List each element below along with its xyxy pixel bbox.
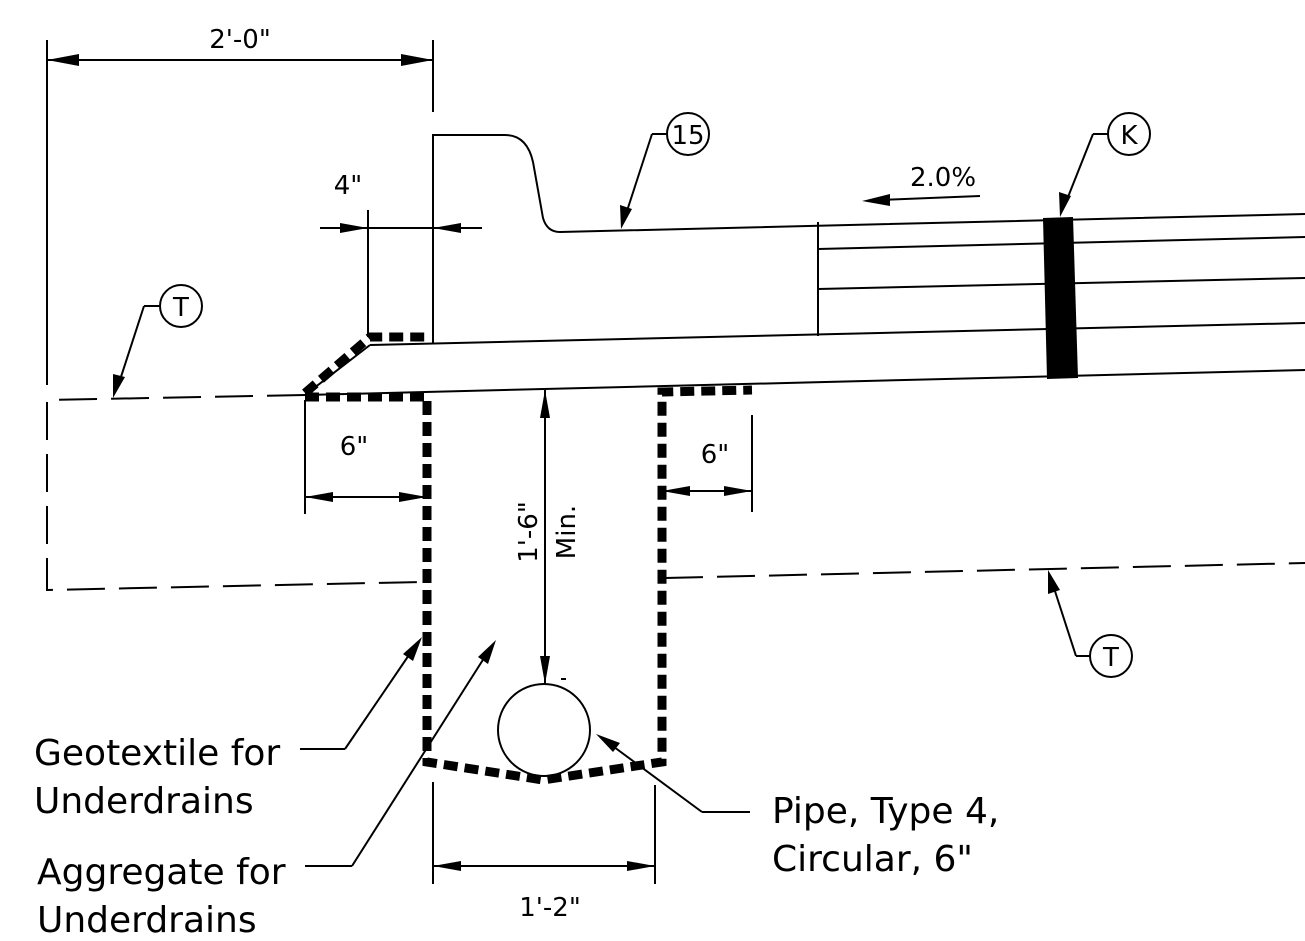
left-overhang-dimension: 6" — [304, 400, 427, 514]
geotextile-callout-line1: Geotextile for — [34, 733, 280, 774]
curb-and-gutter — [432, 134, 1305, 343]
subgrade-tag-right-label: T — [1102, 643, 1119, 673]
aggregate-callout: Aggregate for Underdrains — [37, 640, 496, 941]
trench-width-dimension: 1'-2" — [432, 782, 656, 923]
subgrade-tag-right: T — [1048, 570, 1133, 678]
overall-width-dimension: 2'-0" — [46, 25, 434, 385]
cross-slope-indicator: 2.0% — [862, 163, 981, 206]
pipe-callout-line2: Circular, 6" — [772, 839, 973, 880]
curb-offset-dimension: 4" — [320, 171, 482, 337]
pavement-layers — [304, 217, 1305, 396]
subgrade-tag-left-label: T — [172, 293, 189, 323]
subgrade-boundaries — [46, 394, 1305, 592]
trench-width-label: 1'-2" — [519, 893, 581, 923]
curb-tag-label: 15 — [671, 121, 704, 151]
curb-offset-label: 4" — [334, 171, 363, 201]
overall-width-label: 2'-0" — [209, 25, 271, 55]
right-overhang-dimension: 6" — [662, 415, 753, 512]
geotextile-callout: Geotextile for Underdrains — [34, 637, 422, 822]
pavement-tag-label: K — [1120, 121, 1138, 151]
pipe-callout-line1: Pipe, Type 4, — [772, 791, 999, 832]
pavement-tag: K — [1059, 112, 1151, 217]
pavement-joint-band — [1043, 217, 1078, 379]
left-overhang-label: 6" — [340, 432, 369, 462]
geotextile-callout-line2: Underdrains — [34, 781, 254, 822]
right-overhang-label: 6" — [701, 440, 730, 470]
aggregate-callout-line2: Underdrains — [37, 900, 257, 941]
pipe-callout: Pipe, Type 4, Circular, 6" — [596, 734, 999, 880]
trench-depth-dimension: 1'-6" Min. — [514, 390, 582, 684]
trench-depth-note: Min. — [552, 505, 582, 559]
subgrade-tag-left: T — [113, 284, 203, 398]
trench-depth-label: 1'-6" — [514, 501, 544, 563]
cross-slope-label: 2.0% — [910, 163, 976, 193]
geotextile-wrap — [302, 332, 753, 785]
aggregate-callout-line1: Aggregate for — [37, 852, 286, 893]
curb-tag: 15 — [620, 112, 710, 229]
underdrain-pipe — [497, 678, 591, 777]
